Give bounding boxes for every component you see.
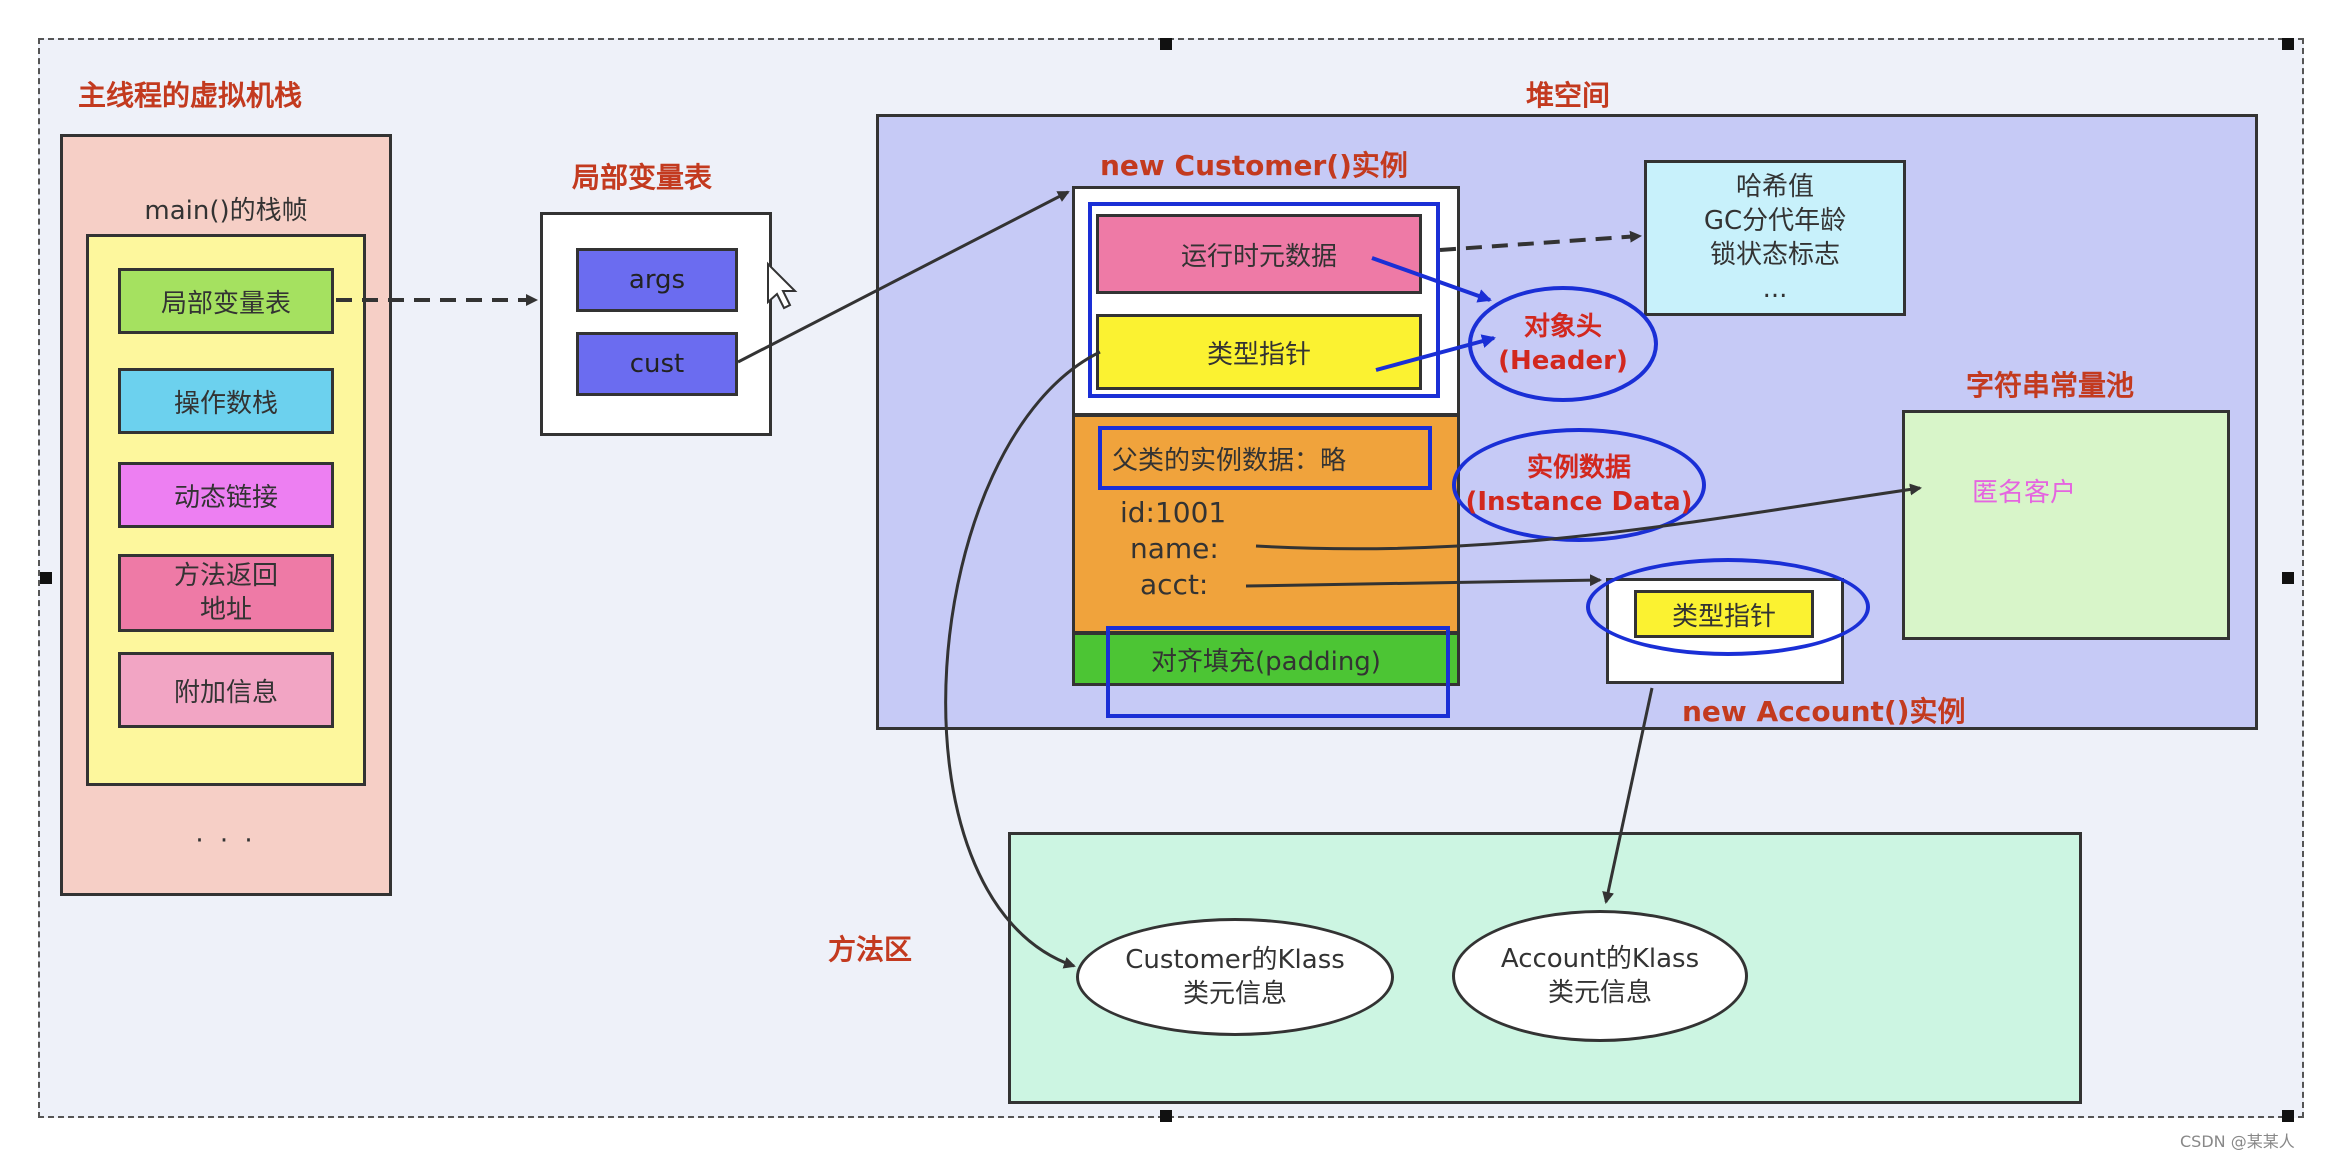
- arrow-type-pointer-to-header: [1375, 334, 1496, 372]
- field-name: name:: [1130, 532, 1219, 565]
- runtime-metadata-block: 运行时元数据: [1096, 214, 1422, 294]
- arrow-acct-to-account: [1245, 574, 1602, 588]
- account-klass-line2: 类元信息: [1547, 978, 1652, 1008]
- meta-more: ...: [1762, 274, 1788, 304]
- account-type-pointer-ellipse: [1586, 558, 1870, 656]
- frame-item-return-address: 方法返回 地址: [118, 554, 334, 632]
- meta-gc-age: GC分代年龄: [1703, 206, 1847, 236]
- header-highlight-box: [1088, 202, 1440, 398]
- instance-data-area: [1072, 414, 1460, 634]
- resize-handle-left[interactable]: [40, 572, 52, 584]
- account-klass-ellipse: Account的Klass 类元信息: [1452, 910, 1748, 1042]
- field-acct: acct:: [1140, 568, 1209, 601]
- customer-instance-title: new Customer()实例: [1100, 149, 1408, 182]
- local-var-cust: cust: [576, 332, 738, 396]
- local-vars-title: 局部变量表: [572, 161, 713, 194]
- padding-block: 对齐填充(padding): [1072, 632, 1460, 686]
- header-label-en: (Header): [1498, 346, 1628, 376]
- arrow-name-to-string-pool: [1255, 483, 1922, 551]
- arrow-runtime-to-header: [1371, 256, 1492, 303]
- instance-label-cn: 实例数据: [1526, 453, 1631, 483]
- customer-klass-ellipse: Customer的Klass 类元信息: [1076, 918, 1394, 1036]
- object-header-meta-box: 哈希值 GC分代年龄 锁状态标志 ...: [1644, 160, 1906, 316]
- resize-handle-right[interactable]: [2282, 572, 2294, 584]
- arrow-type-pointer-to-customer-klass: [944, 350, 1101, 969]
- frame-item-extra-info: 附加信息: [118, 652, 334, 728]
- local-var-args: args: [576, 248, 738, 312]
- resize-handle-top[interactable]: [1160, 38, 1172, 50]
- field-id: id:1001: [1120, 496, 1227, 529]
- padding-highlight-box: [1106, 626, 1450, 718]
- arrow-account-to-account-klass: [1602, 687, 1654, 904]
- meta-lock-flag: 锁状态标志: [1709, 240, 1840, 270]
- header-label-cn: 对象头: [1523, 312, 1602, 342]
- stack-frame-title: main()的栈帧: [144, 196, 308, 226]
- frame-item-dynamic-linking: 动态链接: [118, 462, 334, 528]
- parent-data-block: 父类的实例数据：略: [1098, 426, 1432, 490]
- resize-handle-top-right[interactable]: [2282, 38, 2294, 50]
- instance-data-label-ellipse: 实例数据 (Instance Data): [1452, 428, 1706, 542]
- meta-hash: 哈希值: [1735, 172, 1814, 202]
- instance-label-en: (Instance Data): [1465, 487, 1693, 517]
- resize-handle-bottom[interactable]: [1160, 1110, 1172, 1122]
- watermark: CSDN @某某人: [2180, 1132, 2295, 1151]
- customer-klass-line2: 类元信息: [1182, 979, 1287, 1009]
- account-instance-title: new Account()实例: [1682, 695, 1966, 728]
- resize-handle-bottom-right[interactable]: [2282, 1110, 2294, 1122]
- string-pool-box: [1902, 410, 2230, 640]
- string-pool-title: 字符串常量池: [1966, 369, 2135, 402]
- method-area-title: 方法区: [828, 933, 913, 966]
- frame-ellipsis: · · ·: [195, 826, 257, 856]
- arrow-runtime-to-meta: [1439, 230, 1642, 252]
- arrow-cust-to-customer: [737, 190, 1070, 364]
- type-pointer-block: 类型指针: [1096, 314, 1422, 390]
- heap-title: 堆空间: [1526, 79, 1611, 112]
- frame-item-operand-stack: 操作数栈: [118, 368, 334, 434]
- string-pool-item: 匿名客户: [1972, 478, 2077, 508]
- mouse-cursor-icon: [767, 261, 798, 310]
- frame-item-local-vars: 局部变量表: [118, 268, 334, 334]
- jvm-stack-title: 主线程的虚拟机栈: [78, 79, 303, 112]
- account-klass-line1: Account的Klass: [1500, 944, 1700, 974]
- customer-klass-line1: Customer的Klass: [1125, 945, 1345, 975]
